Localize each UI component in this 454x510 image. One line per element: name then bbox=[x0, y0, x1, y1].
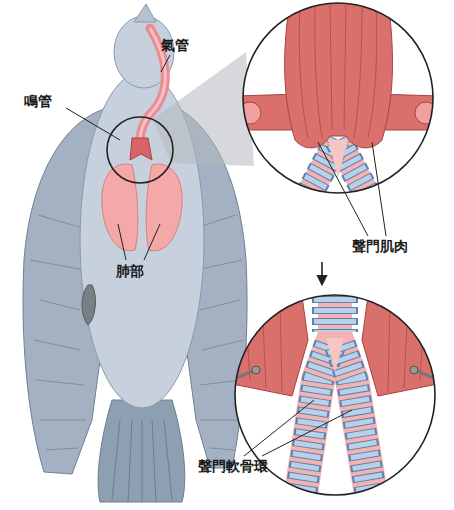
part-label: 肺部 bbox=[116, 263, 144, 279]
illustration-part bbox=[232, 296, 308, 396]
illustration-part bbox=[262, 410, 352, 456]
illustration-part bbox=[314, 285, 356, 332]
illustration-part bbox=[340, 345, 372, 500]
foot bbox=[82, 285, 95, 325]
beak bbox=[134, 4, 156, 22]
syrinx-outer-view bbox=[236, 0, 440, 200]
illustration-part bbox=[326, 338, 344, 372]
illustration-part bbox=[410, 366, 418, 374]
illustration-part bbox=[239, 102, 261, 124]
zoom-wedge bbox=[153, 52, 254, 166]
illustration-part bbox=[318, 142, 368, 236]
illustration-part bbox=[299, 5, 376, 138]
zoom-circle-top-border bbox=[243, 3, 433, 193]
illustration-part bbox=[300, 345, 330, 500]
right-lung bbox=[146, 164, 182, 251]
illustration-part bbox=[328, 140, 348, 178]
illustration-part bbox=[362, 296, 438, 396]
illustration-part bbox=[161, 55, 170, 72]
part-label: 聲門肌肉 bbox=[352, 238, 408, 254]
illustration-part bbox=[340, 345, 372, 500]
illustration-part bbox=[252, 366, 260, 374]
zoom-circle-small bbox=[107, 117, 173, 183]
illustration-part bbox=[300, 345, 330, 500]
part-label: 鳴管 bbox=[24, 93, 52, 109]
illustration-part bbox=[372, 142, 386, 236]
tail-feather bbox=[112, 420, 172, 502]
part-label: 氣管 bbox=[161, 37, 189, 53]
illustration-part bbox=[312, 285, 358, 332]
illustration-part bbox=[415, 102, 437, 124]
illustration-part bbox=[118, 224, 126, 260]
illustration-part bbox=[285, 0, 393, 148]
tail bbox=[98, 400, 185, 502]
arrow bbox=[321, 262, 323, 284]
leader-lines bbox=[66, 55, 386, 456]
syrinx bbox=[130, 138, 152, 160]
illustration-part bbox=[335, 285, 372, 500]
part-label: 聲門軟骨環 bbox=[198, 458, 268, 474]
illustration-part bbox=[144, 224, 160, 260]
illustration-part bbox=[66, 108, 120, 140]
